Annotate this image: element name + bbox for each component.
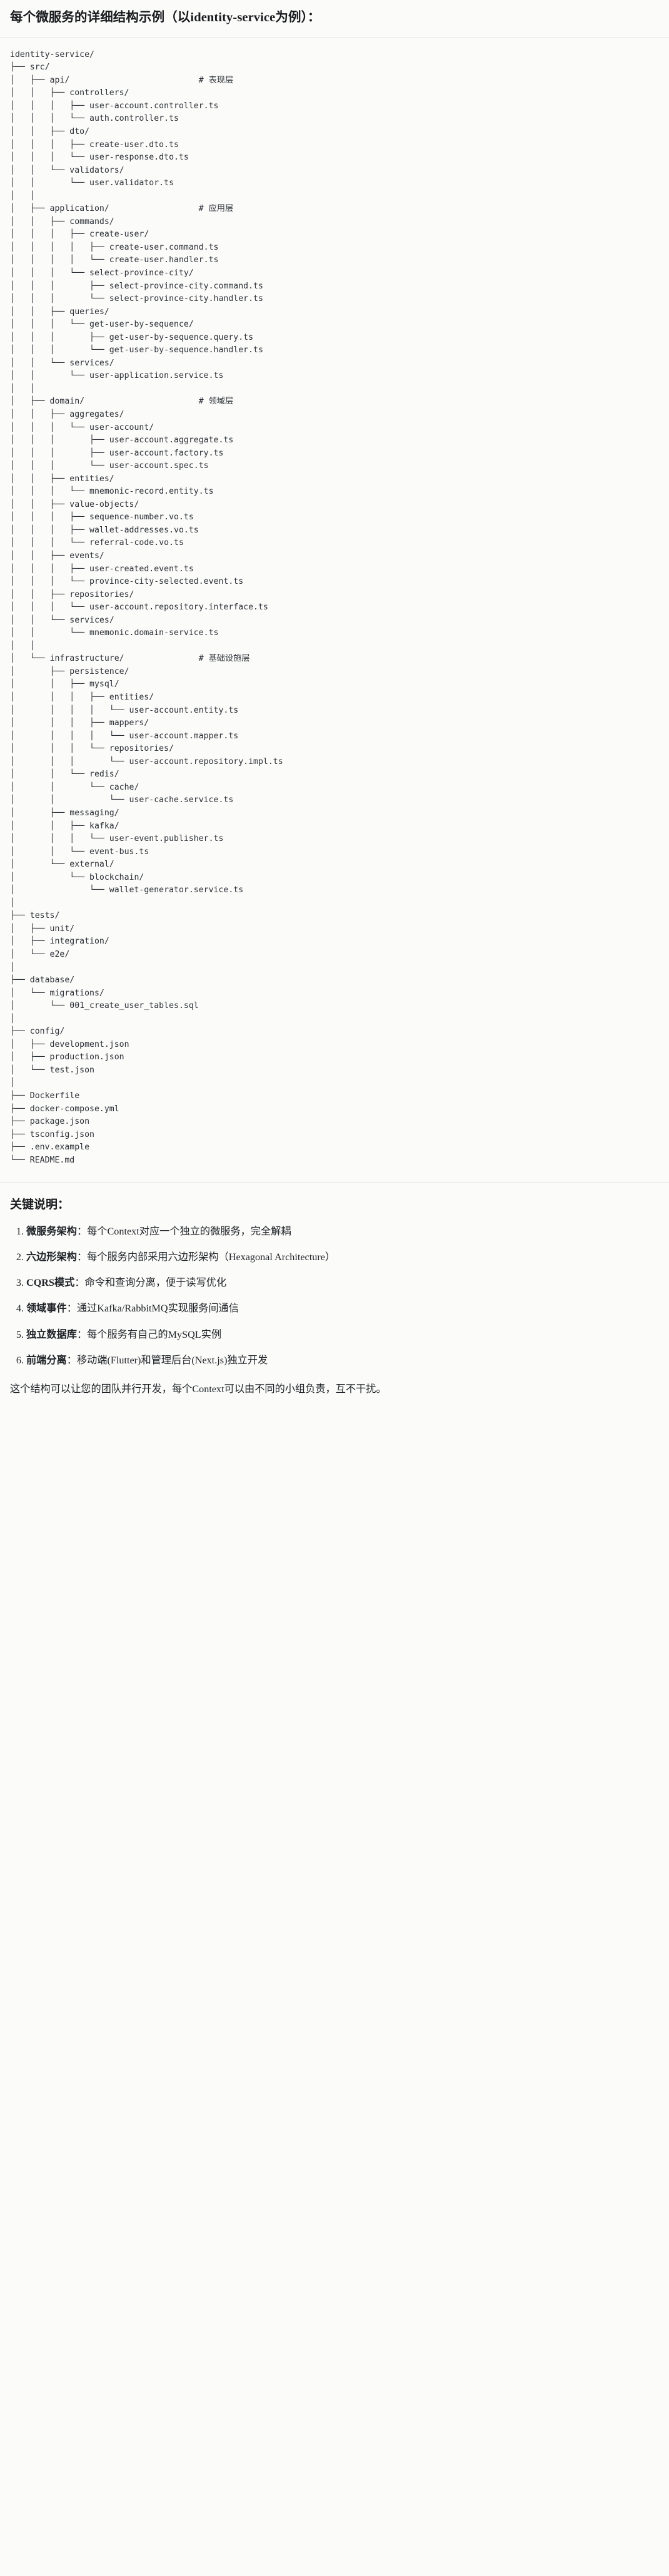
page-title: 每个微服务的详细结构示例（以identity-service为例）：: [10, 11, 321, 24]
note-desc: 命令和查询分离，便于读写优化: [84, 1277, 227, 1289]
note-term: CQRS模式: [26, 1277, 75, 1289]
note-term: 六边形架构: [26, 1251, 77, 1263]
list-item: 六边形架构：每个服务内部采用六边形架构（Hexagonal Architectu…: [26, 1249, 659, 1265]
section-divider: [0, 1182, 669, 1183]
note-term: 领域事件: [26, 1303, 67, 1315]
note-term: 前端分离: [26, 1354, 67, 1366]
note-term: 微服务架构: [26, 1225, 77, 1237]
note-desc: 每个服务内部采用六边形架构（Hexagonal Architecture）: [87, 1251, 336, 1263]
note-desc: 移动端(Flutter)和管理后台(Next.js)独立开发: [76, 1354, 268, 1366]
closing-paragraph: 这个结构可以让您的团队并行开发，每个Context可以由不同的小组负责，互不干扰…: [10, 1383, 386, 1395]
list-item: CQRS模式：命令和查询分离，便于读写优化: [26, 1275, 659, 1291]
list-item: 领域事件：通过Kafka/RabbitMQ实现服务间通信: [26, 1300, 659, 1316]
note-separator: ：: [76, 1251, 88, 1263]
note-desc: 每个服务有自己的MySQL实例: [87, 1328, 222, 1340]
key-notes-section: 关键说明： 微服务架构：每个Context对应一个独立的微服务，完全解耦 六边形…: [0, 1183, 669, 1408]
note-term: 独立数据库: [26, 1328, 77, 1340]
directory-tree-section: identity-service/ ├── src/ │ ├── api/ # …: [0, 37, 669, 1176]
directory-tree: identity-service/ ├── src/ │ ├── api/ # …: [10, 49, 283, 1165]
note-desc: 每个Context对应一个独立的微服务，完全解耦: [87, 1225, 291, 1237]
note-separator: ：: [76, 1328, 88, 1340]
note-separator: ：: [66, 1303, 77, 1315]
note-desc: 通过Kafka/RabbitMQ实现服务间通信: [76, 1303, 239, 1315]
list-item: 前端分离：移动端(Flutter)和管理后台(Next.js)独立开发: [26, 1352, 659, 1368]
title-section: 每个微服务的详细结构示例（以identity-service为例）：: [0, 0, 669, 38]
note-separator: ：: [66, 1354, 77, 1366]
key-notes-list: 微服务架构：每个Context对应一个独立的微服务，完全解耦 六边形架构：每个服…: [10, 1223, 659, 1368]
note-separator: ：: [74, 1277, 85, 1289]
key-notes-title: 关键说明：: [10, 1198, 70, 1212]
note-separator: ：: [76, 1225, 88, 1237]
list-item: 独立数据库：每个服务有自己的MySQL实例: [26, 1326, 659, 1343]
list-item: 微服务架构：每个Context对应一个独立的微服务，完全解耦: [26, 1223, 659, 1240]
